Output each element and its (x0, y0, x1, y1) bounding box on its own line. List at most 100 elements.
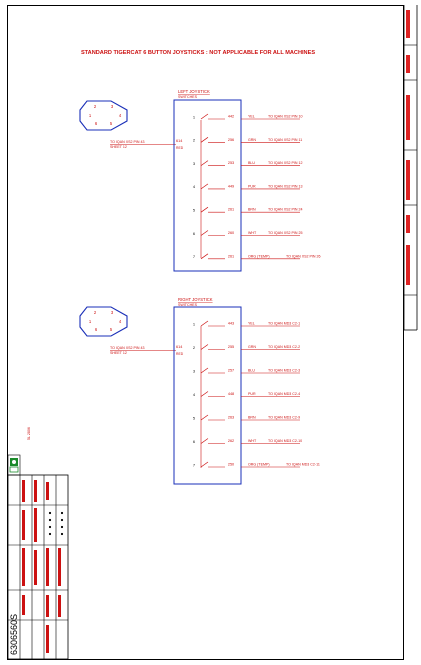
switch-row: 4 448 PUR TO IQAN MD3 C2-4 (193, 391, 300, 397)
wire-number: 253 (228, 161, 234, 165)
wire-color: BRN (248, 208, 256, 212)
wire-destination: TO IQAN XS2 PIN 26 (286, 254, 321, 258)
switch-pin: 6 (193, 439, 196, 444)
wire-destination: TO IQAN XS2 PIN 25 (268, 231, 303, 235)
switch-contact (200, 367, 209, 374)
switch-contact (200, 137, 209, 143)
switch-row: 3 257 BLU TO IQAN MD3 C2-3 (193, 367, 300, 374)
right-switch-box (173, 306, 242, 485)
wire-color: YEL (248, 322, 255, 326)
wire-number: 448 (228, 392, 234, 396)
wire-number: 256 (228, 138, 234, 142)
wire-destination: TO IQAN MD3 C2-4 (268, 392, 300, 396)
wire-destination: TO IQAN MD3 C2-2 (268, 345, 300, 349)
switch-pin: 3 (193, 161, 196, 166)
switch-contact (200, 461, 209, 468)
right-connector-pin: 2 (94, 310, 97, 315)
wire-number: 443 (228, 322, 234, 326)
sheet-border (7, 5, 404, 660)
left-switch-box (173, 99, 242, 272)
wire-color: PUR (248, 392, 256, 396)
wire-color: YEL (248, 115, 255, 119)
switch-pin: 6 (193, 231, 196, 236)
switch-contact (200, 160, 209, 166)
revision-column (403, 5, 418, 331)
switch-contact (200, 344, 209, 350)
right-connector-pin: 3 (111, 310, 114, 315)
left-common-wire: 614 (176, 139, 182, 143)
right-connector: 2 3 1 4 6 5 (79, 306, 128, 337)
switch-contact (200, 253, 209, 260)
right-common-ref: TO IQAN XS2 PIN 43 (110, 346, 145, 350)
switch-pin: 1 (193, 114, 196, 119)
switch-row: 7 261 ORG (TEMP) TO IQAN XS2 PIN 26 (193, 253, 321, 260)
left-joystick-sublabel: SWITCHES (178, 95, 198, 99)
left-connector-pin: 3 (111, 104, 114, 109)
switch-pin: 3 (193, 368, 196, 373)
switch-pin: 2 (193, 345, 196, 350)
right-common-wire: 614 (176, 345, 182, 349)
wire-color: BLU (248, 161, 255, 165)
switch-pin: 5 (193, 208, 196, 213)
switch-pin: 7 (193, 462, 196, 467)
left-common-sheet: SHEET 12 (110, 145, 127, 149)
wire-destination: TO IQAN XS2 PIN 11 (268, 138, 302, 142)
switch-pin: 5 (193, 415, 196, 420)
switch-contact (200, 113, 209, 120)
wire-number: 257 (228, 369, 234, 373)
company-logo (7, 454, 21, 476)
switch-contact (200, 320, 209, 327)
side-note: 5L 2806 (27, 427, 31, 440)
left-connector-pin: 4 (119, 113, 122, 118)
wire-destination: TO IQAN MD3 C2-3 (268, 369, 300, 373)
wire-color: ORG (TEMP) (248, 463, 270, 467)
wire-color: GRN (248, 345, 256, 349)
left-common-ref: TO IQAN XS2 PIN 43 (110, 140, 145, 144)
switch-contact (200, 230, 209, 236)
left-connector-pin: 2 (94, 104, 97, 109)
right-common-sheet: SHEET 12 (110, 351, 127, 355)
right-connector-pin: 1 (89, 319, 92, 324)
wire-color: WHT (248, 231, 257, 235)
wire-destination: TO IQAN XS2 PIN 13 (268, 184, 303, 188)
left-common-color: RED (176, 146, 184, 150)
right-joystick-label: RIGHT JOYSTICK (178, 297, 213, 302)
wire-color: BLU (248, 369, 255, 373)
right-connector-pin: 6 (95, 327, 98, 332)
right-joystick-sublabel: SWITCHES (178, 303, 198, 307)
wire-destination: TO IQAN MD3 C2-10 (268, 439, 302, 443)
left-connector-pin: 6 (95, 121, 98, 126)
wire-destination: TO IQAN MD3 C2-1 (268, 322, 300, 326)
left-joystick-label: LEFT JOYSTICK (178, 89, 210, 94)
switch-pin: 4 (193, 392, 196, 397)
switch-contact (200, 438, 209, 444)
wire-number: 263 (228, 416, 234, 420)
wire-destination: TO IQAN XS2 PIN 10 (268, 115, 303, 119)
switch-pin: 7 (193, 254, 196, 259)
switch-contact (200, 391, 209, 397)
drawing-number: 6306560S (9, 614, 19, 655)
switch-row: 5 263 BRN TO IQAN MD3 C2-9 (193, 414, 300, 421)
wire-color: ORG (TEMP) (248, 254, 270, 258)
left-connector-pin: 1 (89, 113, 92, 118)
wire-number: 442 (228, 115, 234, 119)
switch-contact (200, 414, 209, 421)
left-connector-pin: 5 (110, 121, 113, 126)
wire-number: 261 (228, 208, 234, 212)
wire-number: 261 (228, 254, 234, 258)
wire-destination: TO IQAN MD3 C2-9 (268, 416, 300, 420)
wire-color: BRN (248, 416, 256, 420)
wire-number: 250 (228, 463, 234, 467)
